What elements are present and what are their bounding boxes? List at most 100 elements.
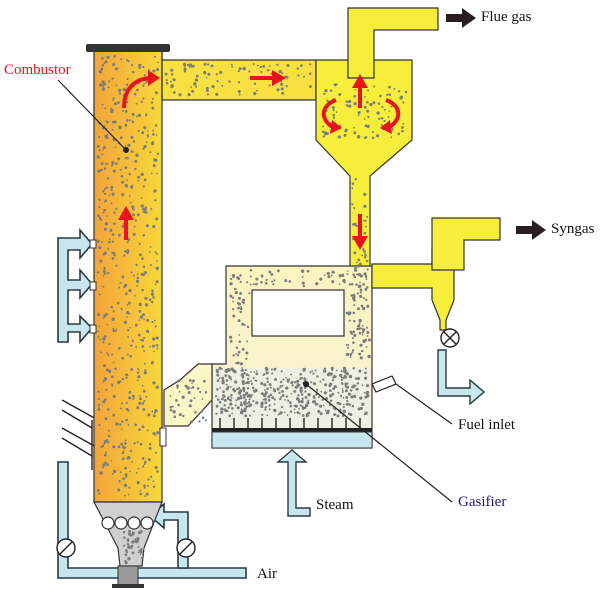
particle bbox=[239, 394, 242, 397]
particle bbox=[366, 335, 369, 337]
particle bbox=[399, 96, 403, 100]
particle bbox=[361, 324, 364, 327]
particle bbox=[121, 420, 124, 423]
particle bbox=[138, 549, 141, 552]
particle bbox=[312, 372, 315, 375]
particle bbox=[363, 272, 367, 276]
particle bbox=[314, 369, 317, 372]
particle bbox=[357, 114, 360, 117]
particle bbox=[127, 329, 130, 332]
particle bbox=[322, 378, 325, 381]
particle bbox=[156, 252, 159, 255]
particle bbox=[329, 382, 333, 386]
particle bbox=[230, 63, 233, 66]
particle bbox=[302, 75, 306, 78]
particle bbox=[378, 117, 381, 121]
particle bbox=[246, 380, 250, 385]
particle bbox=[135, 279, 139, 283]
particle bbox=[280, 82, 284, 86]
particle bbox=[121, 224, 125, 228]
particle bbox=[142, 210, 145, 213]
particle bbox=[261, 392, 264, 396]
particle bbox=[120, 58, 123, 61]
particle bbox=[127, 557, 131, 561]
particle bbox=[121, 275, 125, 279]
particle bbox=[387, 116, 390, 118]
particle bbox=[143, 484, 146, 488]
particle bbox=[365, 346, 368, 348]
particle bbox=[278, 391, 281, 394]
particle bbox=[124, 166, 128, 170]
particle bbox=[130, 63, 134, 67]
particle bbox=[143, 463, 146, 466]
particle bbox=[285, 395, 289, 398]
particle bbox=[353, 206, 356, 210]
particle bbox=[352, 126, 355, 129]
particle bbox=[330, 274, 333, 277]
particle bbox=[282, 378, 285, 381]
particle bbox=[123, 483, 128, 487]
particle bbox=[103, 443, 106, 445]
particle bbox=[290, 382, 293, 385]
particle bbox=[117, 488, 121, 492]
particle bbox=[353, 298, 356, 302]
particle bbox=[142, 407, 146, 411]
particle bbox=[103, 364, 107, 368]
particle bbox=[124, 109, 128, 114]
particle bbox=[304, 390, 307, 393]
particle bbox=[141, 257, 144, 260]
particle bbox=[245, 357, 248, 360]
particle bbox=[115, 328, 118, 331]
particle bbox=[122, 477, 125, 481]
particle bbox=[106, 323, 109, 326]
particle bbox=[135, 345, 138, 348]
particle bbox=[351, 404, 355, 408]
particle bbox=[104, 461, 107, 464]
particle bbox=[97, 390, 100, 394]
particle bbox=[342, 406, 345, 409]
particle bbox=[319, 404, 323, 408]
particle bbox=[233, 389, 237, 393]
particle bbox=[216, 79, 219, 83]
particle bbox=[372, 85, 376, 88]
particle bbox=[365, 275, 368, 279]
particle bbox=[351, 182, 355, 185]
particle bbox=[338, 93, 342, 96]
particle bbox=[283, 411, 286, 414]
particle bbox=[142, 313, 145, 317]
particle bbox=[331, 368, 334, 372]
particle bbox=[347, 343, 350, 346]
particle bbox=[306, 401, 310, 405]
particle bbox=[169, 80, 172, 83]
particle bbox=[207, 63, 210, 66]
particle bbox=[390, 136, 393, 139]
particle bbox=[295, 397, 300, 401]
particle bbox=[329, 373, 333, 376]
particle bbox=[104, 398, 107, 401]
particle bbox=[348, 104, 352, 108]
particle bbox=[365, 259, 369, 263]
particle bbox=[244, 391, 249, 396]
particle bbox=[351, 349, 355, 352]
particle bbox=[116, 67, 119, 70]
particle bbox=[255, 277, 259, 281]
particle bbox=[131, 70, 135, 74]
particle bbox=[280, 405, 284, 409]
particle bbox=[203, 379, 206, 383]
particle bbox=[134, 323, 138, 327]
particle bbox=[248, 398, 251, 401]
particle bbox=[99, 351, 102, 354]
particle bbox=[111, 77, 114, 80]
particle bbox=[188, 66, 191, 69]
particle bbox=[298, 384, 300, 387]
particle bbox=[110, 109, 114, 114]
particle bbox=[328, 373, 331, 375]
particle bbox=[255, 401, 259, 405]
particle bbox=[193, 82, 197, 86]
particle bbox=[149, 263, 153, 267]
particle bbox=[146, 318, 150, 322]
particle bbox=[152, 381, 156, 385]
particle bbox=[348, 319, 351, 322]
particle bbox=[300, 269, 305, 273]
particle bbox=[386, 93, 389, 96]
